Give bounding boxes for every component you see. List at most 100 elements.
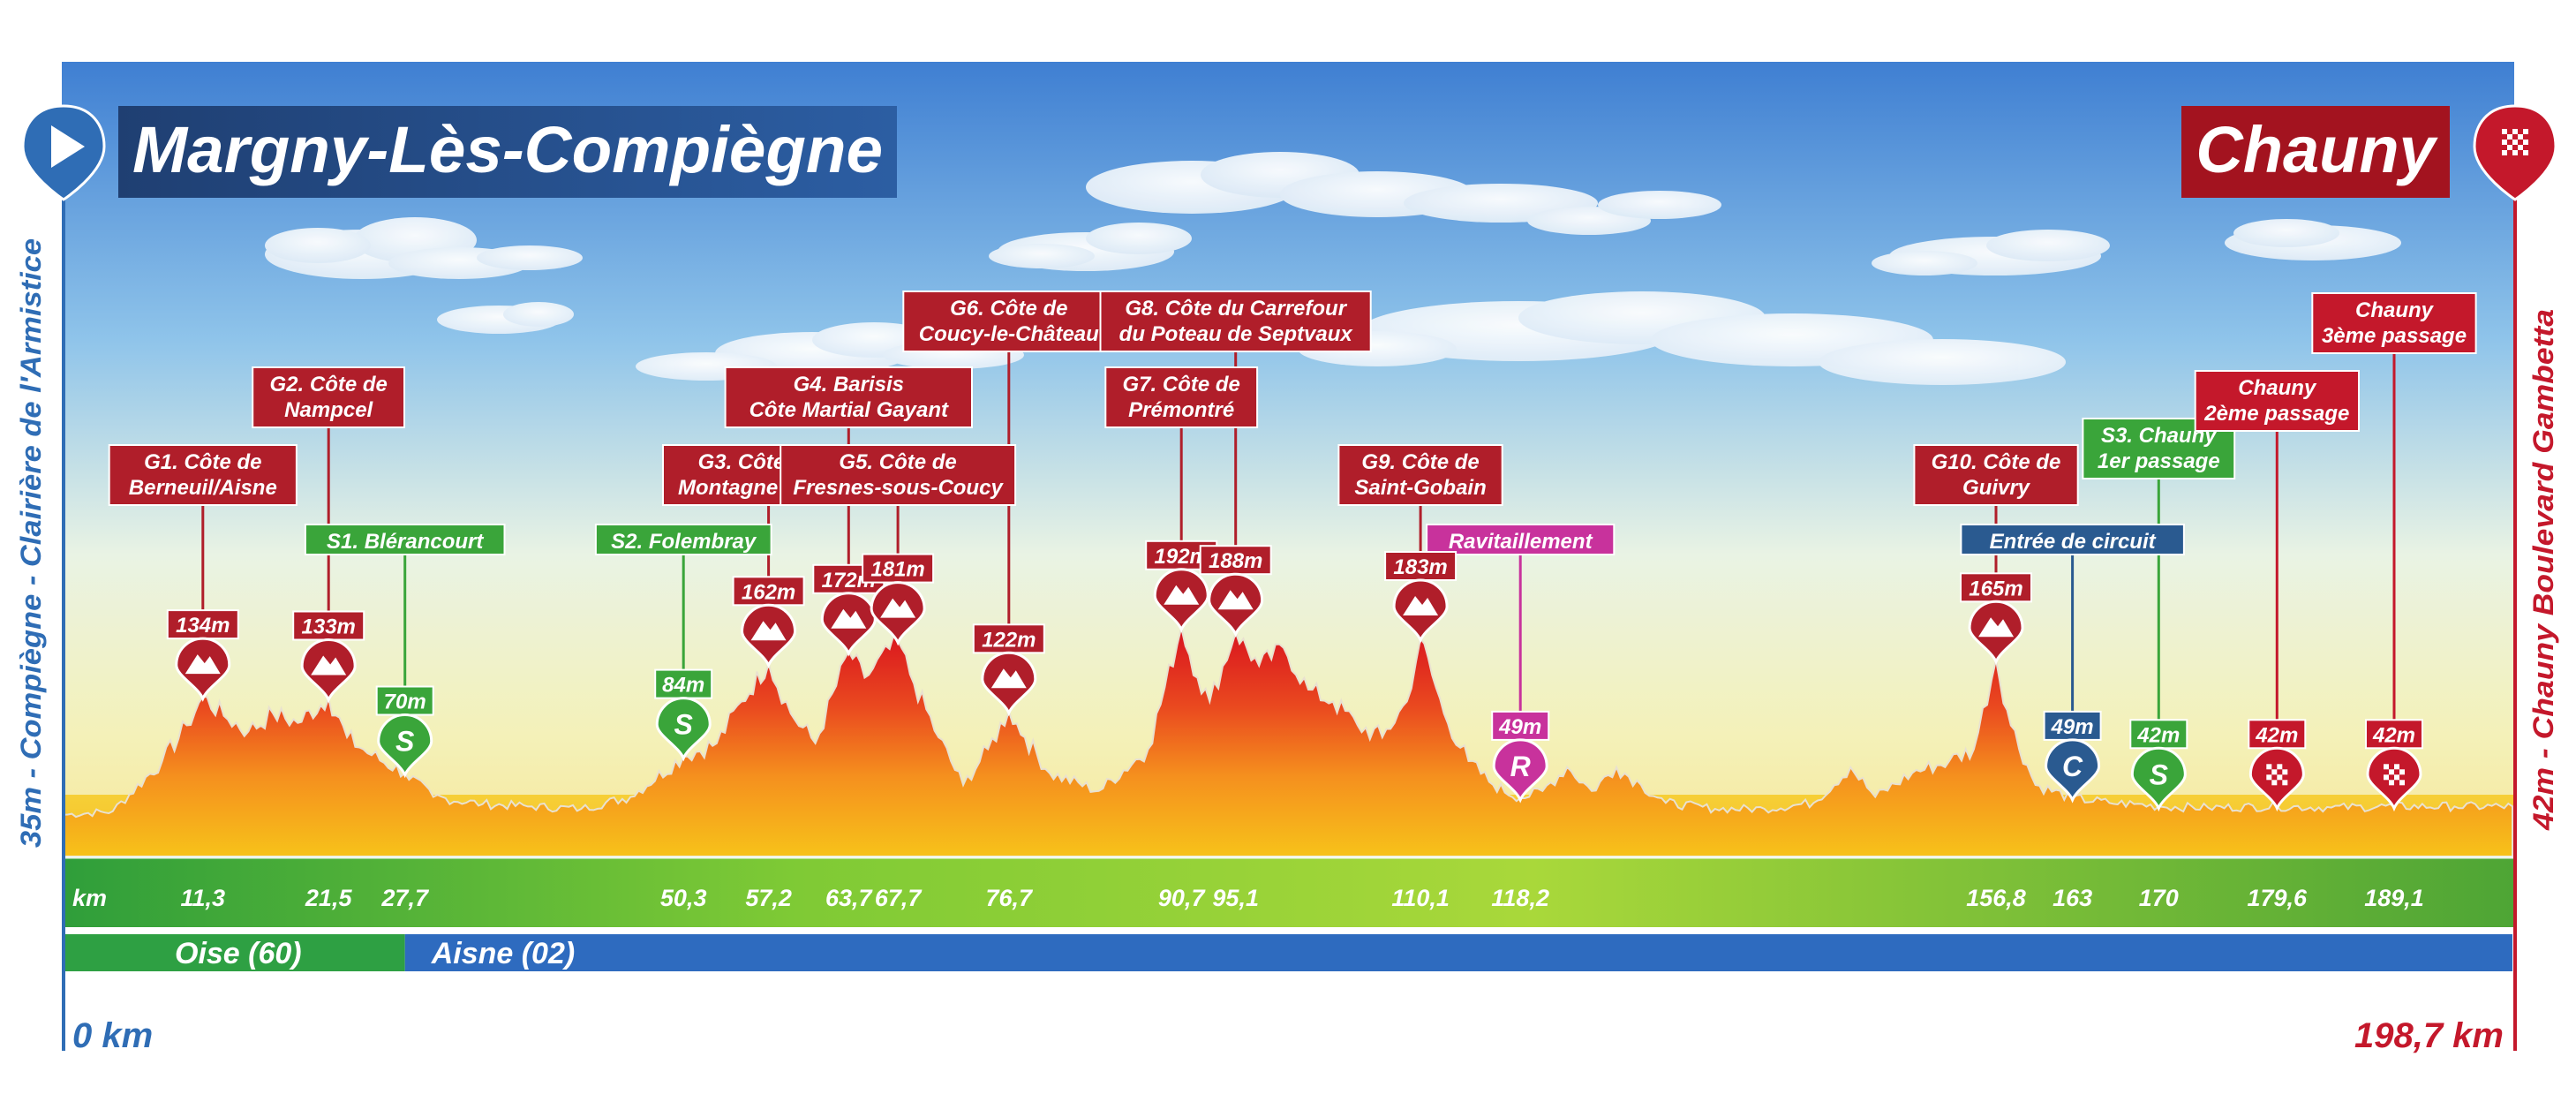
- altitude-badge: 42m: [2248, 719, 2307, 750]
- sprint-pin-icon: [655, 697, 712, 762]
- marker-pin: [2366, 746, 2422, 812]
- km-tick-label: 50,3: [660, 885, 707, 911]
- altitude-badge-background: [1384, 551, 1457, 581]
- mountain-icon: [185, 654, 221, 675]
- marker-pin: [1208, 572, 1264, 638]
- circuit-pin-icon: [2045, 738, 2101, 804]
- cloud: [437, 302, 574, 334]
- altitude-badge: 162m: [732, 576, 805, 607]
- marker-pin: [1153, 568, 1209, 633]
- marker-pin: S: [655, 697, 712, 762]
- altitude-badge-background: [2129, 719, 2188, 750]
- marker-pin: [1392, 578, 1449, 644]
- marker-label-text: du Poteau de Septvaux: [1119, 322, 1354, 346]
- marker-pin: [741, 603, 797, 669]
- marker-label-box: S1. Blérancourt: [304, 524, 506, 555]
- checker-square: [2518, 134, 2523, 140]
- label-background: [304, 524, 506, 555]
- altitude-badge-background: [862, 553, 935, 584]
- altitude-value: 122m: [982, 628, 1036, 652]
- marker-label-box: Entrée de circuit: [1960, 524, 2185, 555]
- sprint-pin-icon: [377, 713, 433, 779]
- marker-label-box: Ravitaillement: [1426, 524, 1616, 555]
- km-tick-label: 170: [2139, 885, 2179, 911]
- checker-square: [2394, 774, 2399, 781]
- marker-pin: [820, 592, 877, 657]
- checker-square: [2394, 764, 2399, 770]
- label-background: [108, 444, 298, 506]
- department-label: Oise (60): [175, 937, 302, 970]
- finish-title-box: [2181, 106, 2450, 198]
- marker-pin: [1968, 600, 2024, 666]
- department-label: Aisne (02): [431, 937, 576, 970]
- marker-label-text: S1. Blérancourt: [327, 530, 484, 554]
- mountain-icon: [311, 655, 347, 675]
- km-axis-label: km: [72, 885, 107, 911]
- checkered-flag-icon: [2502, 129, 2528, 155]
- cloud: [1086, 152, 1721, 235]
- marker-label-text: G6. Côte de: [950, 297, 1067, 321]
- checker-square: [2502, 140, 2507, 145]
- label-background: [1104, 366, 1259, 428]
- marker-label-text: Ravitaillement: [1449, 530, 1593, 554]
- play-icon: [51, 125, 85, 168]
- altitude-value: 42m: [2372, 723, 2415, 747]
- marker-glyph: R: [1510, 751, 1531, 782]
- km-tick-label: 27,7: [380, 885, 430, 911]
- km-tick-label: 118,2: [1491, 885, 1549, 911]
- altitude-badge: 49m: [2043, 710, 2102, 741]
- altitude-value: 192m: [1155, 545, 1209, 569]
- altitude-badge-background: [972, 623, 1045, 654]
- checker-square: [2523, 129, 2528, 134]
- marker-label-text: Prémontré: [1128, 398, 1234, 422]
- altitude-badge: 70m: [375, 685, 434, 716]
- checker-square: [2389, 780, 2394, 786]
- marker-label-text: 2ème passage: [2203, 402, 2349, 426]
- marker-label-text: Entrée de circuit: [1990, 530, 2157, 554]
- altitude-badge-background: [375, 685, 434, 716]
- checker-square: [2384, 764, 2389, 770]
- altitude-badge-background: [1199, 545, 1272, 576]
- marker-label-text: Coucy-le-Château: [919, 322, 1099, 346]
- cloud: [1872, 230, 2110, 275]
- altitude-badge: 42m: [2129, 719, 2188, 750]
- altitude-value: 188m: [1209, 549, 1262, 573]
- marker-glyph: S: [674, 709, 694, 741]
- km-tick-label: 163: [2053, 885, 2092, 911]
- altitude-badge: 165m: [1960, 572, 2032, 603]
- altitude-badge: 188m: [1199, 545, 1272, 576]
- mountain-icon: [1217, 590, 1254, 610]
- marker-pin: R: [1492, 738, 1548, 804]
- label-background: [1913, 444, 2079, 506]
- start-pin: [21, 104, 106, 201]
- altitude-value: 162m: [742, 580, 795, 604]
- start-distance: 0 km: [72, 1016, 153, 1055]
- altitude-badge: 133m: [292, 610, 365, 641]
- label-background: [2194, 370, 2360, 432]
- altitude-value: 49m: [1498, 715, 1541, 739]
- altitude-value: 165m: [1969, 577, 2022, 600]
- marker-label-text: G4. Barisis: [794, 373, 904, 396]
- km-tick-label: 11,3: [181, 885, 226, 911]
- ground-strip: [62, 857, 2514, 927]
- checker-square: [2512, 129, 2518, 134]
- marker-label-text: G5. Côte de: [839, 450, 956, 474]
- cloud: [989, 223, 1192, 271]
- checker-square: [2399, 780, 2405, 786]
- altitude-badge: 84m: [654, 668, 713, 699]
- marker-label-text: G2. Côte de: [270, 373, 388, 396]
- marker-label-text: Chauny: [2355, 298, 2435, 322]
- marker-label-text: Berneuil/Aisne: [129, 476, 277, 500]
- marker-pin: [300, 638, 357, 704]
- marker-label-text: S2. Folembray: [611, 530, 757, 554]
- altitude-value: 181m: [870, 558, 924, 582]
- altitude-badge: 181m: [862, 553, 935, 584]
- marker-glyph: S: [395, 726, 415, 758]
